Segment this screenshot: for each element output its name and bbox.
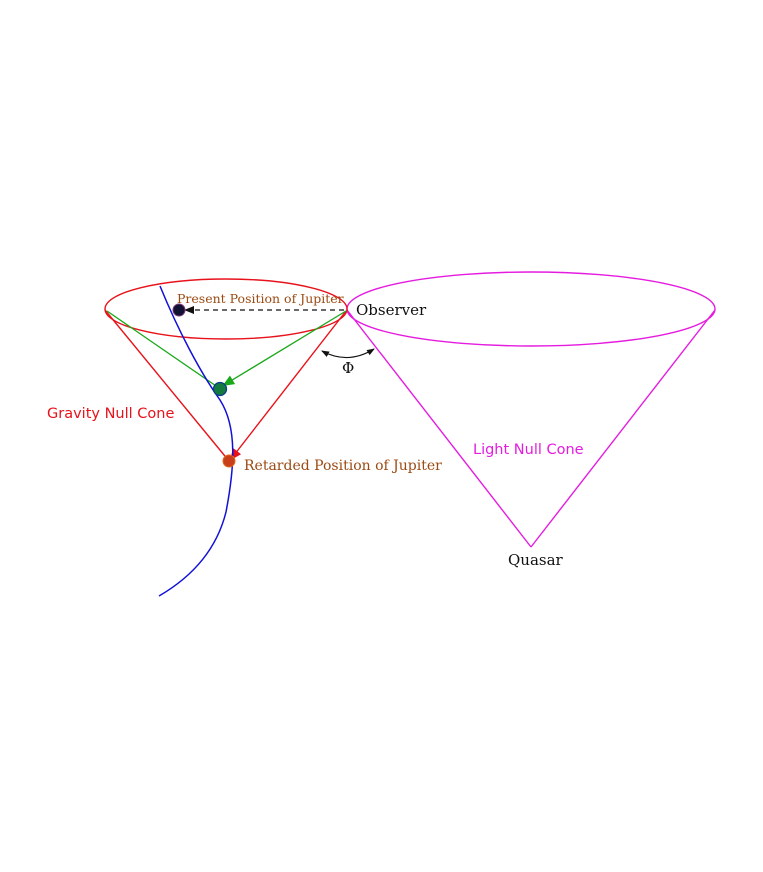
green-rays [106, 310, 347, 389]
present-position-label: Present Position of Jupiter [177, 291, 344, 306]
present-position-dot [172, 303, 186, 317]
light-null-cone-label: Light Null Cone [473, 442, 584, 458]
quasar-label: Quasar [508, 551, 564, 569]
gravity-cone-rim [104, 278, 348, 340]
green-ray-left [106, 310, 220, 389]
jupiter-worldline [158, 285, 234, 597]
green-ray-from-observer [222, 310, 347, 387]
retarded-position-dot [222, 454, 236, 468]
phi-angle-arc [321, 348, 375, 359]
gravity-null-cone [104, 278, 348, 462]
gravity-cone-right-edge-ray [229, 310, 347, 461]
light-cone-left-edge [346, 309, 532, 548]
phi-label: Φ [342, 359, 354, 377]
observer-label: Observer [356, 301, 427, 319]
retarded-position-label: Retarded Position of Jupiter [244, 458, 442, 474]
gravity-null-cone-label: Gravity Null Cone [47, 406, 174, 422]
gravity-cone-left-edge [104, 309, 230, 462]
intermediate-position-dot [212, 381, 228, 397]
light-cone-right-edge [530, 309, 716, 548]
